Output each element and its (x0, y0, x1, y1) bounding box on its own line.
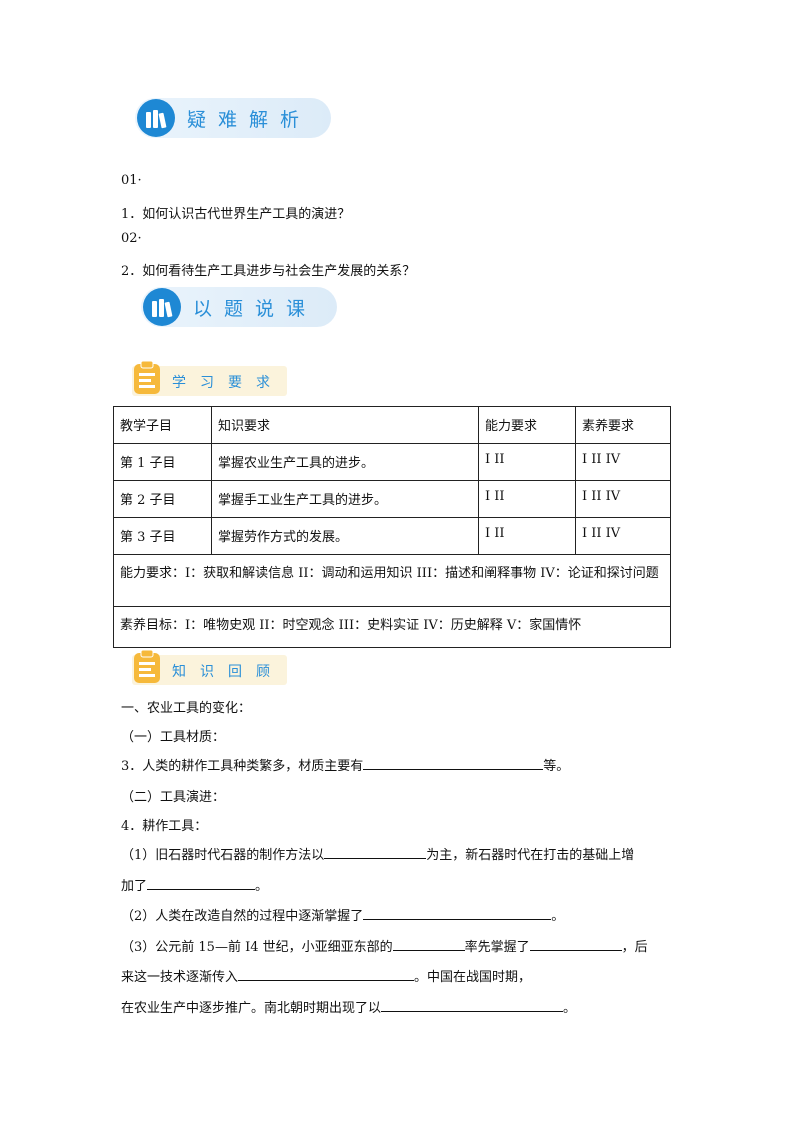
tag-title: 知识回顾 (172, 664, 284, 680)
table-cell: 掌握劳作方式的发展。 (211, 517, 479, 555)
literacy-note: 素养目标：I：唯物史观 II：时空观念 III：史料实证 IV：历史解释 V：家… (113, 606, 671, 648)
table-cell: 掌握手工业生产工具的进步。 (211, 480, 479, 518)
banner-title: 以题说课 (193, 298, 318, 320)
item-text: 3．人类的耕作工具种类繁多，材质主要有 (121, 759, 364, 774)
item-text: ，后 (621, 940, 648, 955)
banner-title: 疑难解析 (187, 109, 312, 131)
item-text: 在农业生产中逐步推广。南北朝时期出现了以 (121, 1001, 382, 1016)
item-text: （2）人类在改造自然的过程中逐渐掌握了 (121, 909, 364, 924)
item-text: 。 (563, 1001, 577, 1016)
section-tag-review: 知识回顾 (132, 649, 287, 685)
books-icon (137, 99, 175, 137)
item-text: 等。 (543, 759, 570, 774)
header-cell: 知识要求 (211, 406, 479, 444)
answer-blank[interactable] (381, 997, 564, 1012)
item-text: 来这一技术逐渐传入 (121, 970, 239, 985)
fill-in-item: （3）公元前 15—前 I4 世纪，小亚细亚东部的 率先掌握了 ，后 (121, 936, 648, 955)
clipboard-icon (134, 649, 160, 683)
item-text: 加了 (121, 879, 148, 894)
fill-in-item: （2）人类在改造自然的过程中逐渐掌握了 。 (121, 905, 564, 924)
table-row: 第 2 子目 掌握手工业生产工具的进步。 I II I II IV (113, 480, 671, 518)
table-cell: 第 2 子目 (113, 480, 212, 518)
item-text: 。中国在战国时期， (414, 970, 532, 985)
table-cell: 第 1 子目 (113, 443, 212, 481)
answer-blank[interactable] (147, 875, 256, 890)
fill-in-item: 来这一技术逐渐传入 。中国在战国时期， (121, 966, 531, 985)
header-cell: 素养要求 (575, 406, 671, 444)
header-cell: 能力要求 (478, 406, 576, 444)
review-item: 4．耕作工具： (121, 819, 208, 834)
table-cell: 掌握农业生产工具的进步。 (211, 443, 479, 481)
section-banner-difficulty: 疑难解析 (135, 98, 331, 138)
answer-blank[interactable] (392, 936, 465, 951)
fill-in-item: 加了 。 (121, 875, 268, 894)
answer-blank[interactable] (363, 905, 552, 920)
table-note-row: 能力要求：I：获取和解读信息 II：调动和运用知识 III：描述和阐释事物 IV… (113, 554, 671, 607)
table-cell: 第 3 子目 (113, 517, 212, 555)
header-cell: 教学子目 (113, 406, 212, 444)
fill-in-item: 3．人类的耕作工具种类繁多，材质主要有 等。 (121, 755, 569, 774)
question-number: 01· (121, 173, 142, 188)
table-cell: I II (478, 517, 576, 555)
item-text: （3）公元前 15—前 I4 世纪，小亚细亚东部的 (121, 940, 393, 955)
fill-in-item: 在农业生产中逐步推广。南北朝时期出现了以 。 (121, 997, 576, 1016)
item-text: 。 (551, 909, 565, 924)
table-cell: I II IV (575, 443, 671, 481)
table-cell: I II (478, 480, 576, 518)
clipboard-icon (134, 360, 160, 394)
fill-in-item: （1）旧石器时代石器的制作方法以 为主，新石器时代在打击的基础上增 (121, 844, 634, 863)
table-row: 第 1 子目 掌握农业生产工具的进步。 I II I II IV (113, 443, 671, 481)
item-text: 率先掌握了 (464, 940, 530, 955)
question-text: 2．如何看待生产工具进步与社会生产发展的关系？ (121, 264, 416, 279)
requirements-table: 教学子目 知识要求 能力要求 素养要求 第 1 子目 掌握农业生产工具的进步。 … (113, 406, 671, 648)
table-row: 第 3 子目 掌握劳作方式的发展。 I II I II IV (113, 517, 671, 555)
ability-note: 能力要求：I：获取和解读信息 II：调动和运用知识 III：描述和阐释事物 IV… (113, 554, 671, 607)
review-heading: 一、农业工具的变化： (121, 701, 252, 716)
item-text: 为主，新石器时代在打击的基础上增 (426, 848, 635, 863)
answer-blank[interactable] (324, 844, 427, 859)
section-tag-requirements: 学习要求 (132, 360, 287, 396)
table-cell: I II IV (575, 517, 671, 555)
review-subheading: （一）工具材质： (121, 730, 226, 745)
question-number: 02· (121, 231, 142, 246)
answer-blank[interactable] (238, 966, 415, 981)
section-banner-lesson: 以题说课 (141, 287, 337, 327)
item-text: 。 (255, 879, 269, 894)
answer-blank[interactable] (529, 936, 622, 951)
answer-blank[interactable] (363, 755, 544, 770)
books-icon (143, 288, 181, 326)
table-note-row: 素养目标：I：唯物史观 II：时空观念 III：史料实证 IV：历史解释 V：家… (113, 606, 671, 648)
question-text: 1．如何认识古代世界生产工具的演进？ (121, 207, 351, 222)
review-subheading: （二）工具演进： (121, 790, 226, 805)
tag-title: 学习要求 (172, 375, 284, 391)
item-text: （1）旧石器时代石器的制作方法以 (121, 848, 325, 863)
table-cell: I II (478, 443, 576, 481)
table-cell: I II IV (575, 480, 671, 518)
table-header-row: 教学子目 知识要求 能力要求 素养要求 (113, 406, 671, 444)
